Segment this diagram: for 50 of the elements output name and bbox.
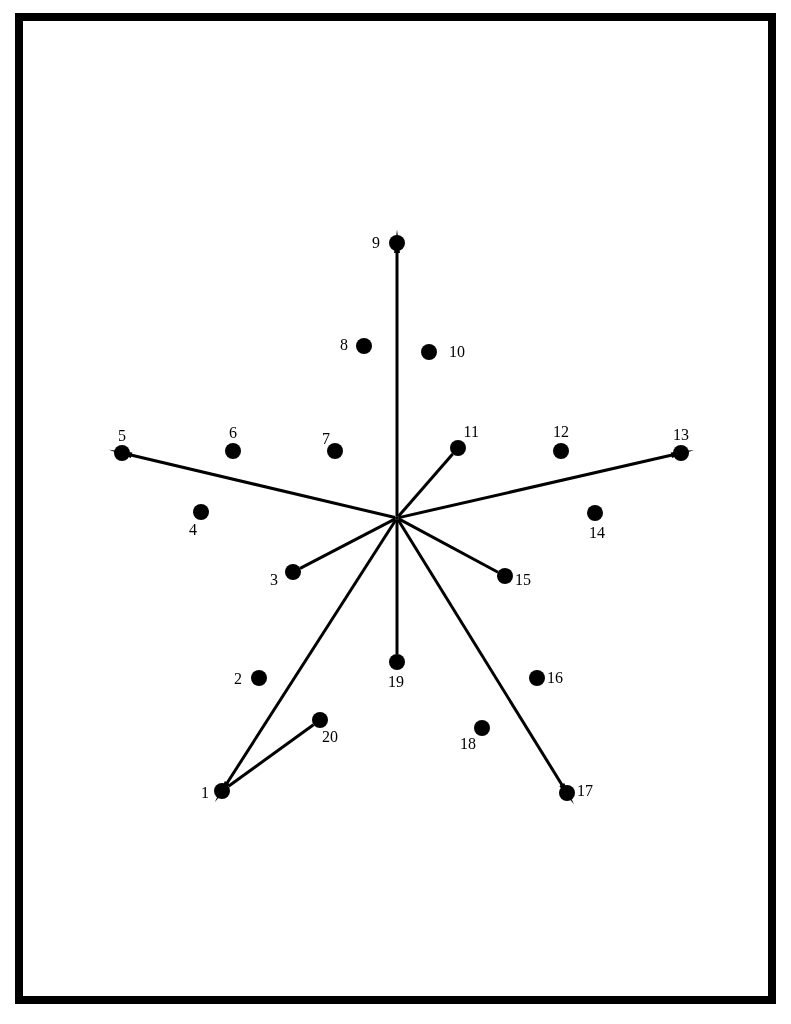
dot (285, 564, 301, 580)
dot-number: 15 (515, 571, 531, 589)
dot (356, 338, 372, 354)
dot (450, 440, 466, 456)
arrow (398, 450, 695, 520)
dot-number: 19 (388, 673, 404, 691)
dot (214, 783, 230, 799)
dot (497, 568, 513, 584)
dot (474, 720, 490, 736)
dot-number: 14 (589, 524, 605, 542)
dot-number: 1 (201, 784, 209, 802)
dot (389, 235, 405, 251)
dot (559, 785, 575, 801)
dot-number: 3 (270, 571, 278, 589)
dot (587, 505, 603, 521)
dot (673, 445, 689, 461)
connector-line (397, 453, 454, 518)
dot-number: 9 (372, 234, 380, 252)
dot (114, 445, 130, 461)
arrow (214, 518, 398, 803)
dot-number: 18 (460, 735, 476, 753)
dot (225, 443, 241, 459)
dot (529, 670, 545, 686)
connector-line (398, 517, 499, 574)
dot (251, 670, 267, 686)
dot-number: 8 (340, 336, 348, 354)
dot (327, 443, 343, 459)
dot-number: 10 (449, 343, 465, 361)
dot-number: 2 (234, 670, 242, 688)
line-junction (395, 516, 399, 520)
connector-line (299, 517, 396, 570)
arrow (396, 518, 575, 805)
dot-number: 5 (118, 427, 126, 445)
dot-number: 16 (547, 669, 563, 687)
dot (312, 712, 328, 728)
dot (389, 654, 405, 670)
dot-number: 11 (463, 423, 479, 441)
dot-number: 12 (553, 423, 569, 441)
dot (421, 344, 437, 360)
connector-line (395, 520, 399, 654)
dot-number: 17 (577, 782, 593, 800)
dot-number: 13 (673, 426, 689, 444)
dot (193, 504, 209, 520)
arrow (108, 449, 396, 519)
dot-number: 7 (322, 430, 330, 448)
dot-number: 6 (229, 424, 237, 442)
dot (553, 443, 569, 459)
dot-number: 20 (322, 728, 338, 746)
dot-number: 4 (189, 521, 197, 539)
connector-line (227, 723, 315, 788)
